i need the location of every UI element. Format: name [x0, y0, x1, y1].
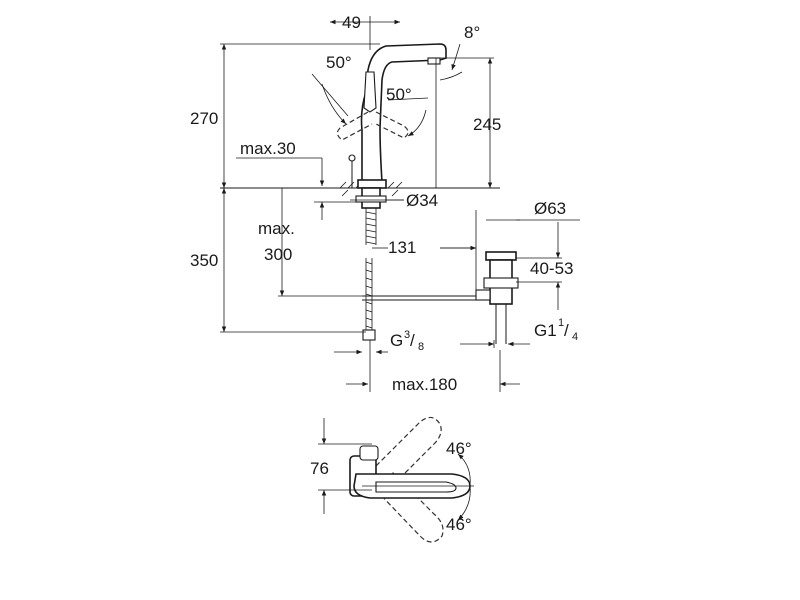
label-lever-angle-left: 50°	[326, 53, 352, 72]
dimension-labels: 49 8° 50° 50° 270 245 max.30 Ø34 Ø63 max…	[190, 13, 578, 534]
waste-nut	[483, 277, 519, 289]
label-lever-angle-right: 50°	[386, 85, 412, 104]
label-connection-num: 3	[404, 329, 410, 341]
dimension-lines	[220, 16, 580, 392]
top-ghost-lower	[375, 471, 444, 543]
label-connection-g: G	[390, 331, 403, 350]
mounting-nut	[355, 195, 387, 203]
label-waste-thread: G1	[534, 321, 557, 340]
label-waste-thread-num: 1	[558, 317, 564, 329]
label-rotation-top: 46°	[446, 439, 472, 458]
label-hole-diameter: Ø34	[406, 191, 438, 210]
label-below-deck: 350	[190, 251, 218, 270]
label-connection-den: 8	[418, 341, 424, 353]
popup-knob	[348, 154, 356, 162]
label-connection-slash: /	[410, 331, 415, 350]
label-rotation-bottom: 46°	[446, 515, 472, 534]
label-max-reach: max.180	[392, 375, 457, 394]
top-ghost-upper	[375, 416, 442, 489]
label-waste-diameter: Ø63	[534, 199, 566, 218]
faucet-base	[357, 179, 387, 189]
label-top-view-depth: 76	[310, 459, 329, 478]
faucet-body	[360, 43, 447, 183]
label-spout-offset: 49	[342, 13, 361, 32]
lever-handle	[363, 71, 377, 113]
label-max-deck: max.30	[240, 139, 296, 158]
label-waste-thread-slash: /	[564, 321, 569, 340]
top-spout-inner	[375, 481, 457, 493]
flex-hose	[365, 258, 373, 330]
label-max-depth-2: 300	[264, 245, 292, 264]
waste-flange	[485, 251, 517, 261]
label-waste-range: 40-53	[530, 259, 573, 278]
label-spout-angle: 8°	[464, 23, 480, 42]
label-max-depth-1: max.	[258, 219, 295, 238]
threaded-rod	[365, 208, 377, 245]
label-waste-offset: 131	[388, 238, 416, 257]
lever-ghost-left	[336, 111, 373, 141]
waste-link	[475, 289, 491, 301]
faucet-top-view	[318, 416, 474, 543]
label-total-height: 270	[190, 109, 218, 128]
label-waste-thread-den: 4	[572, 331, 578, 343]
faucet-side-view	[220, 43, 519, 344]
spout-aerator	[427, 57, 441, 65]
label-spout-height: 245	[473, 115, 501, 134]
top-popup-knob	[359, 445, 379, 461]
hose-connector	[362, 329, 376, 341]
